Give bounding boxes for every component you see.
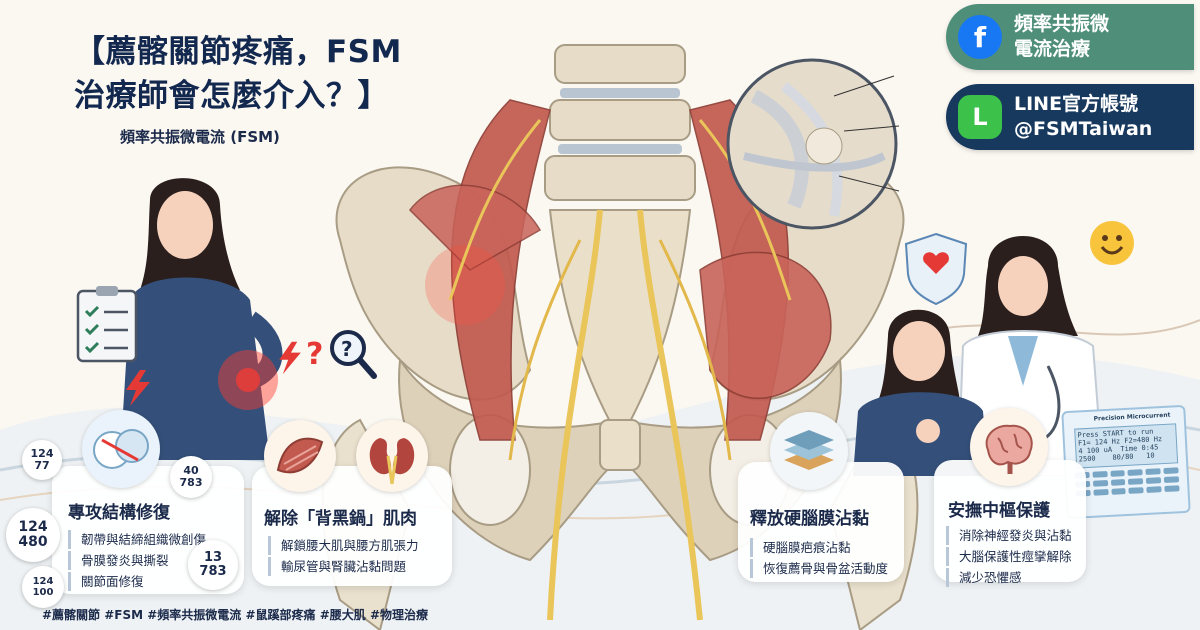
frequency-value-1: 124 [32, 576, 54, 587]
device-brand: Precision Microcurrent [1093, 411, 1171, 423]
card-structural-repair: 專攻結構修復 韌帶與結締組織微創傷 骨膜發炎與撕裂 關節面修復 [52, 466, 244, 594]
title-line-1: 【薦髂關節疼痛，FSM [74, 34, 402, 70]
card-title: 專攻結構修復 [68, 503, 170, 523]
card-title: 安撫中樞保護 [948, 501, 1050, 521]
frequency-bubble: 40 783 [170, 456, 212, 498]
card-title: 解除「背黑鍋」肌肉 [264, 509, 417, 529]
brain-icon [970, 408, 1048, 486]
card-title: 釋放硬腦膜沾黏 [750, 509, 869, 529]
card-item: 關節面修復 [68, 572, 206, 591]
card-item: 韌帶與結締組織微創傷 [68, 530, 206, 549]
ligament-zoom-illustration [726, 58, 900, 230]
magnifier-question-icon: ? ? [306, 330, 377, 379]
woman-back-pain-illustration [120, 178, 283, 460]
line-icon: L [958, 95, 1002, 139]
frequency-value-1: 124 [18, 519, 48, 535]
svg-text:?: ? [341, 337, 353, 361]
title-line-2: 治療師會怎麼介入？】 [74, 78, 389, 114]
card-item: 硬腦膜疤痕沾黏 [750, 538, 888, 557]
hashtag-line: #薦髂關節 #FSM #頻率共振微電流 #鼠蹊部疼痛 #腰大肌 #物理治療 [42, 608, 429, 622]
card-item-list: 硬腦膜疤痕沾黏 恢復薦骨與骨盆活動度 [750, 538, 888, 580]
facebook-badge-line-1: 頻率共振微 [1014, 13, 1110, 35]
frequency-bubble: 124 100 [22, 566, 64, 608]
card-item-list: 消除神經發炎與沾黏 大腦保護性痙攣解除 減少恐懼感 [946, 526, 1072, 589]
checklist-clipboard-icon [76, 286, 138, 363]
frequency-value-2: 783 [179, 476, 203, 489]
frequency-bubble: 124 480 [6, 508, 60, 562]
card-item: 減少恐懼感 [946, 568, 1072, 587]
facebook-badge-line-2: 電流治療 [1014, 38, 1091, 60]
patient-and-doctor-illustration [853, 232, 1105, 476]
line-badge-line-2: @FSMTaiwan [1014, 118, 1153, 140]
device-screen: Press START to run F1= 124 Hz F2=480 Hz … [1074, 423, 1179, 469]
device-keypad [1074, 467, 1180, 497]
frequency-value-1: 13 [203, 550, 223, 565]
ligament-joint-icon [82, 410, 160, 488]
smiley-icon [1090, 221, 1134, 265]
frequency-bubble: 124 77 [22, 440, 62, 480]
facebook-icon: f [958, 15, 1002, 59]
card-item: 骨膜發炎與撕裂 [68, 551, 206, 570]
line-badge[interactable]: L LINE官方帳號 @FSMTaiwan [946, 84, 1194, 150]
card-dura-release: 釋放硬腦膜沾黏 硬腦膜疤痕沾黏 恢復薦骨與骨盆活動度 [738, 462, 904, 582]
page-title: 【薦髂關節疼痛，FSM 治療師會怎麼介入？】 [74, 30, 474, 118]
card-item-list: 韌帶與結締組織微創傷 骨膜發炎與撕裂 關節面修復 [68, 530, 206, 593]
frequency-value-1: 124 [30, 447, 54, 460]
frequency-value-2: 77 [34, 459, 50, 472]
pain-bolt-icon [279, 341, 301, 375]
card-item: 大腦保護性痙攣解除 [946, 547, 1072, 566]
card-item: 恢復薦骨與骨盆活動度 [750, 559, 888, 578]
kidney-icon [356, 420, 428, 492]
card-item: 輸尿管與腎臟沾黏問題 [268, 557, 419, 576]
frequency-value-1: 40 [183, 464, 199, 477]
dura-layers-icon [770, 412, 848, 490]
facebook-badge-text: 頻率共振微 電流治療 [1014, 12, 1109, 62]
card-item: 消除神經發炎與沾黏 [946, 526, 1072, 545]
card-item-list: 解鎖腰大肌與腰方肌張力 輸尿管與腎臟沾黏問題 [268, 536, 419, 578]
facebook-badge[interactable]: f 頻率共振微 電流治療 [946, 4, 1194, 70]
line-badge-text: LINE官方帳號 @FSMTaiwan [1014, 92, 1152, 142]
svg-text:?: ? [306, 337, 323, 372]
frequency-value-2: 480 [18, 534, 48, 550]
frequency-value-2: 100 [32, 587, 54, 598]
card-item: 解鎖腰大肌與腰方肌張力 [268, 536, 419, 555]
subtitle: 頻率共振微電流 (FSM) [120, 128, 280, 146]
pain-bolt-icon [126, 370, 150, 406]
muscle-icon [264, 420, 336, 492]
frequency-value-2: 783 [199, 564, 227, 579]
line-badge-line-1: LINE官方帳號 [1014, 93, 1139, 115]
frequency-bubble: 13 783 [188, 540, 238, 590]
